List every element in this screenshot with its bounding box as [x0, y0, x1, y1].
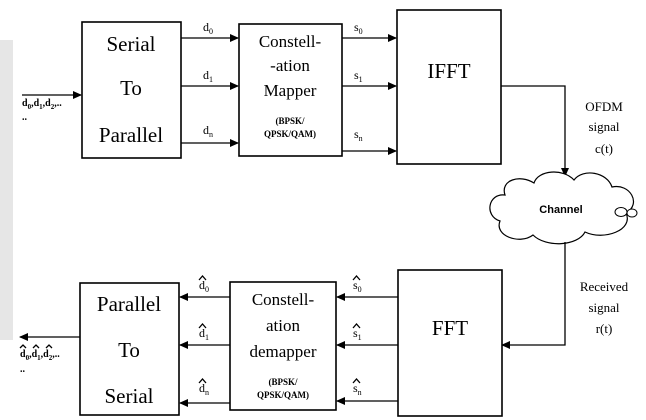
parallel-to-serial-line-3: Serial — [105, 384, 154, 408]
rx-output-cont: .. — [20, 364, 26, 375]
tx-input-label: d0,d1,d2,.. — [22, 98, 62, 111]
rx-data-label-n: dn — [198, 378, 209, 397]
svg-text:dn: dn — [199, 381, 209, 397]
tx-data-label-0: d0 — [203, 20, 213, 36]
mapper-line-1: Constell- — [259, 32, 322, 51]
tx-input-cont: .. — [22, 112, 28, 123]
left-margin-bar — [0, 40, 13, 340]
svg-text:d1: d1 — [199, 326, 209, 342]
mapper-modes-line-2: QPSK/QAM) — [264, 129, 316, 139]
tx-symbol-label-n: sn — [354, 127, 363, 143]
rx-symbol-label-0: s0 — [352, 275, 362, 294]
rx-symbol-label-1: s1 — [352, 323, 362, 342]
demapper-modes-line-1: (BPSK/ — [268, 377, 298, 387]
ifft-to-channel-arrow — [501, 85, 569, 177]
parallel-to-serial-line-2: To — [118, 338, 140, 362]
channel-to-fft-arrow — [501, 242, 566, 349]
fft-label: FFT — [432, 316, 468, 340]
constellation-mapper-block: Constell- -ation Mapper (BPSK/ QPSK/QAM) — [238, 23, 343, 157]
rx-data-label-0: d0 — [198, 275, 209, 294]
demapper-line-3: demapper — [249, 342, 316, 361]
svg-text:s0: s0 — [353, 278, 362, 294]
constellation-demapper-block: Constell- ation demapper (BPSK/ QPSK/QAM… — [229, 281, 337, 411]
demapper-modes-line-2: QPSK/QAM) — [257, 390, 309, 400]
rx-output-label: d0,d1,d2,.. — [19, 344, 60, 362]
rx-data-label-1: d1 — [198, 323, 209, 342]
ifft-block: IFFT — [396, 9, 502, 165]
ofdm-signal-line-3: c(t) — [595, 141, 613, 156]
parallel-to-serial-line-1: Parallel — [97, 292, 161, 316]
serial-to-parallel-line-3: Parallel — [99, 123, 163, 147]
received-signal-line-3: r(t) — [596, 321, 613, 336]
received-signal-line-2: signal — [588, 300, 619, 315]
serial-to-parallel-line-2: To — [120, 76, 142, 100]
mapper-modes-line-1: (BPSK/ — [275, 116, 305, 126]
mapper-line-2: -ation — [270, 56, 310, 75]
received-signal-line-1: Received — [580, 279, 629, 294]
channel-cloud: Channel — [489, 171, 638, 245]
svg-text:s1: s1 — [353, 326, 362, 342]
serial-to-parallel-block: Serial To Parallel — [81, 21, 182, 159]
mapper-line-3: Mapper — [264, 81, 317, 100]
ofdm-signal-line-2: signal — [588, 119, 619, 134]
parallel-to-serial-block: Parallel To Serial — [79, 282, 180, 416]
svg-text:sn: sn — [353, 381, 362, 397]
ifft-label: IFFT — [427, 59, 470, 83]
rx-symbol-label-n: sn — [352, 378, 362, 397]
channel-label: Channel — [539, 204, 582, 216]
tx-symbol-label-0: s0 — [354, 20, 363, 36]
ofdm-signal-line-1: OFDM — [585, 99, 623, 114]
demapper-line-1: Constell- — [252, 290, 315, 309]
serial-to-parallel-line-1: Serial — [107, 32, 156, 56]
tx-data-label-n: dn — [203, 123, 213, 139]
svg-text:d0: d0 — [199, 278, 209, 294]
svg-text:d0,d1,d2,..: d0,d1,d2,.. — [20, 349, 60, 362]
tx-data-label-1: d1 — [203, 68, 213, 84]
demapper-line-2: ation — [266, 316, 300, 335]
fft-block: FFT — [397, 269, 503, 417]
tx-symbol-label-1: s1 — [354, 68, 363, 84]
